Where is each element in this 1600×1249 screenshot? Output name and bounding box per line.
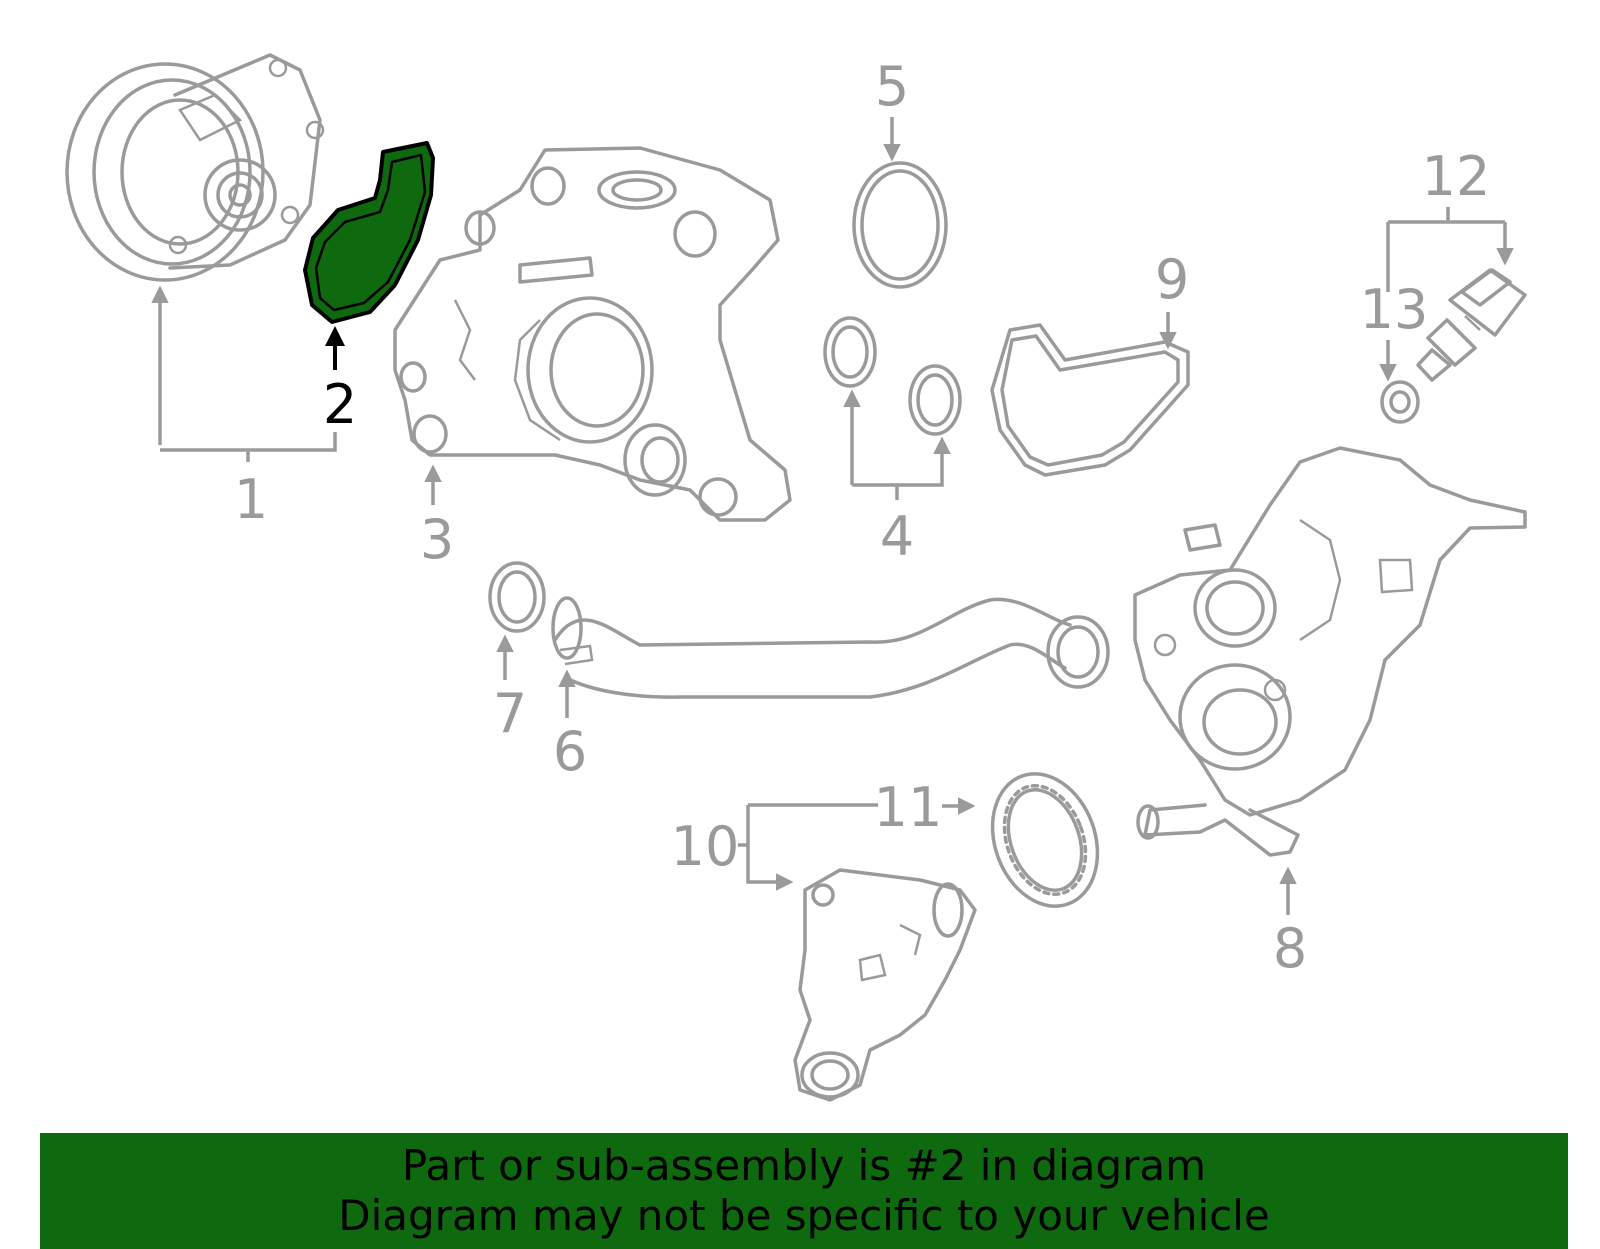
callout-7: 7 — [493, 682, 527, 745]
gasket-part-highlighted — [303, 141, 435, 324]
coolant-pipe-part — [551, 596, 1110, 699]
water-housing-cover-part — [393, 146, 792, 522]
washer-part-13 — [1380, 380, 1420, 424]
callout-6: 6 — [553, 720, 587, 783]
callout-3: 3 — [420, 508, 454, 571]
seal-ring-part — [990, 772, 1100, 908]
info-banner: Part or sub-assembly is #2 in diagram Di… — [40, 1133, 1568, 1249]
thermostat-part — [793, 868, 977, 1102]
banner-line-disclaimer: Diagram may not be specific to your vehi… — [338, 1191, 1270, 1240]
callout-9: 9 — [1155, 248, 1189, 311]
banner-line-part-number: Part or sub-assembly is #2 in diagram — [401, 1141, 1207, 1190]
callout-2: 2 — [323, 373, 357, 436]
leader-lines — [151, 117, 1514, 915]
large-o-ring-part — [852, 161, 948, 289]
callout-12: 12 — [1422, 145, 1491, 208]
thermostat-housing-part — [1133, 446, 1527, 857]
callout-8: 8 — [1273, 917, 1307, 980]
housing-gasket-part — [990, 323, 1190, 477]
callout-11: 11 — [874, 776, 943, 839]
temperature-sensor-part — [1416, 268, 1527, 382]
water-pump-part — [65, 53, 325, 282]
callout-13: 13 — [1360, 278, 1429, 341]
callout-labels: 1 2 3 4 5 6 7 8 9 10 11 12 13 — [234, 55, 1491, 980]
callout-10: 10 — [671, 815, 740, 878]
washer-part-7 — [488, 561, 546, 633]
o-rings-part — [823, 316, 962, 436]
callout-1: 1 — [234, 468, 268, 531]
callout-5: 5 — [875, 55, 909, 118]
callout-4: 4 — [880, 505, 914, 568]
